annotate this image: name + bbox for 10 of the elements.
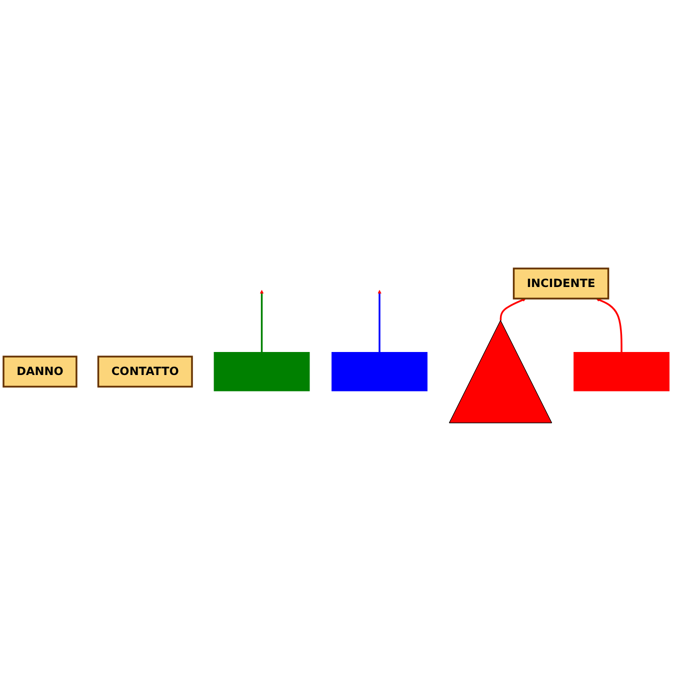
arrow	[260, 290, 264, 352]
node-box: DANNO	[2, 356, 78, 388]
node-box: CONTATTO	[97, 356, 193, 388]
arrow	[500, 298, 526, 320]
arrow	[378, 290, 382, 352]
node-box	[332, 352, 428, 392]
node-box: INCIDENTE	[512, 267, 610, 300]
node-box	[214, 352, 310, 392]
arrow	[596, 298, 622, 352]
node-box	[574, 352, 670, 392]
